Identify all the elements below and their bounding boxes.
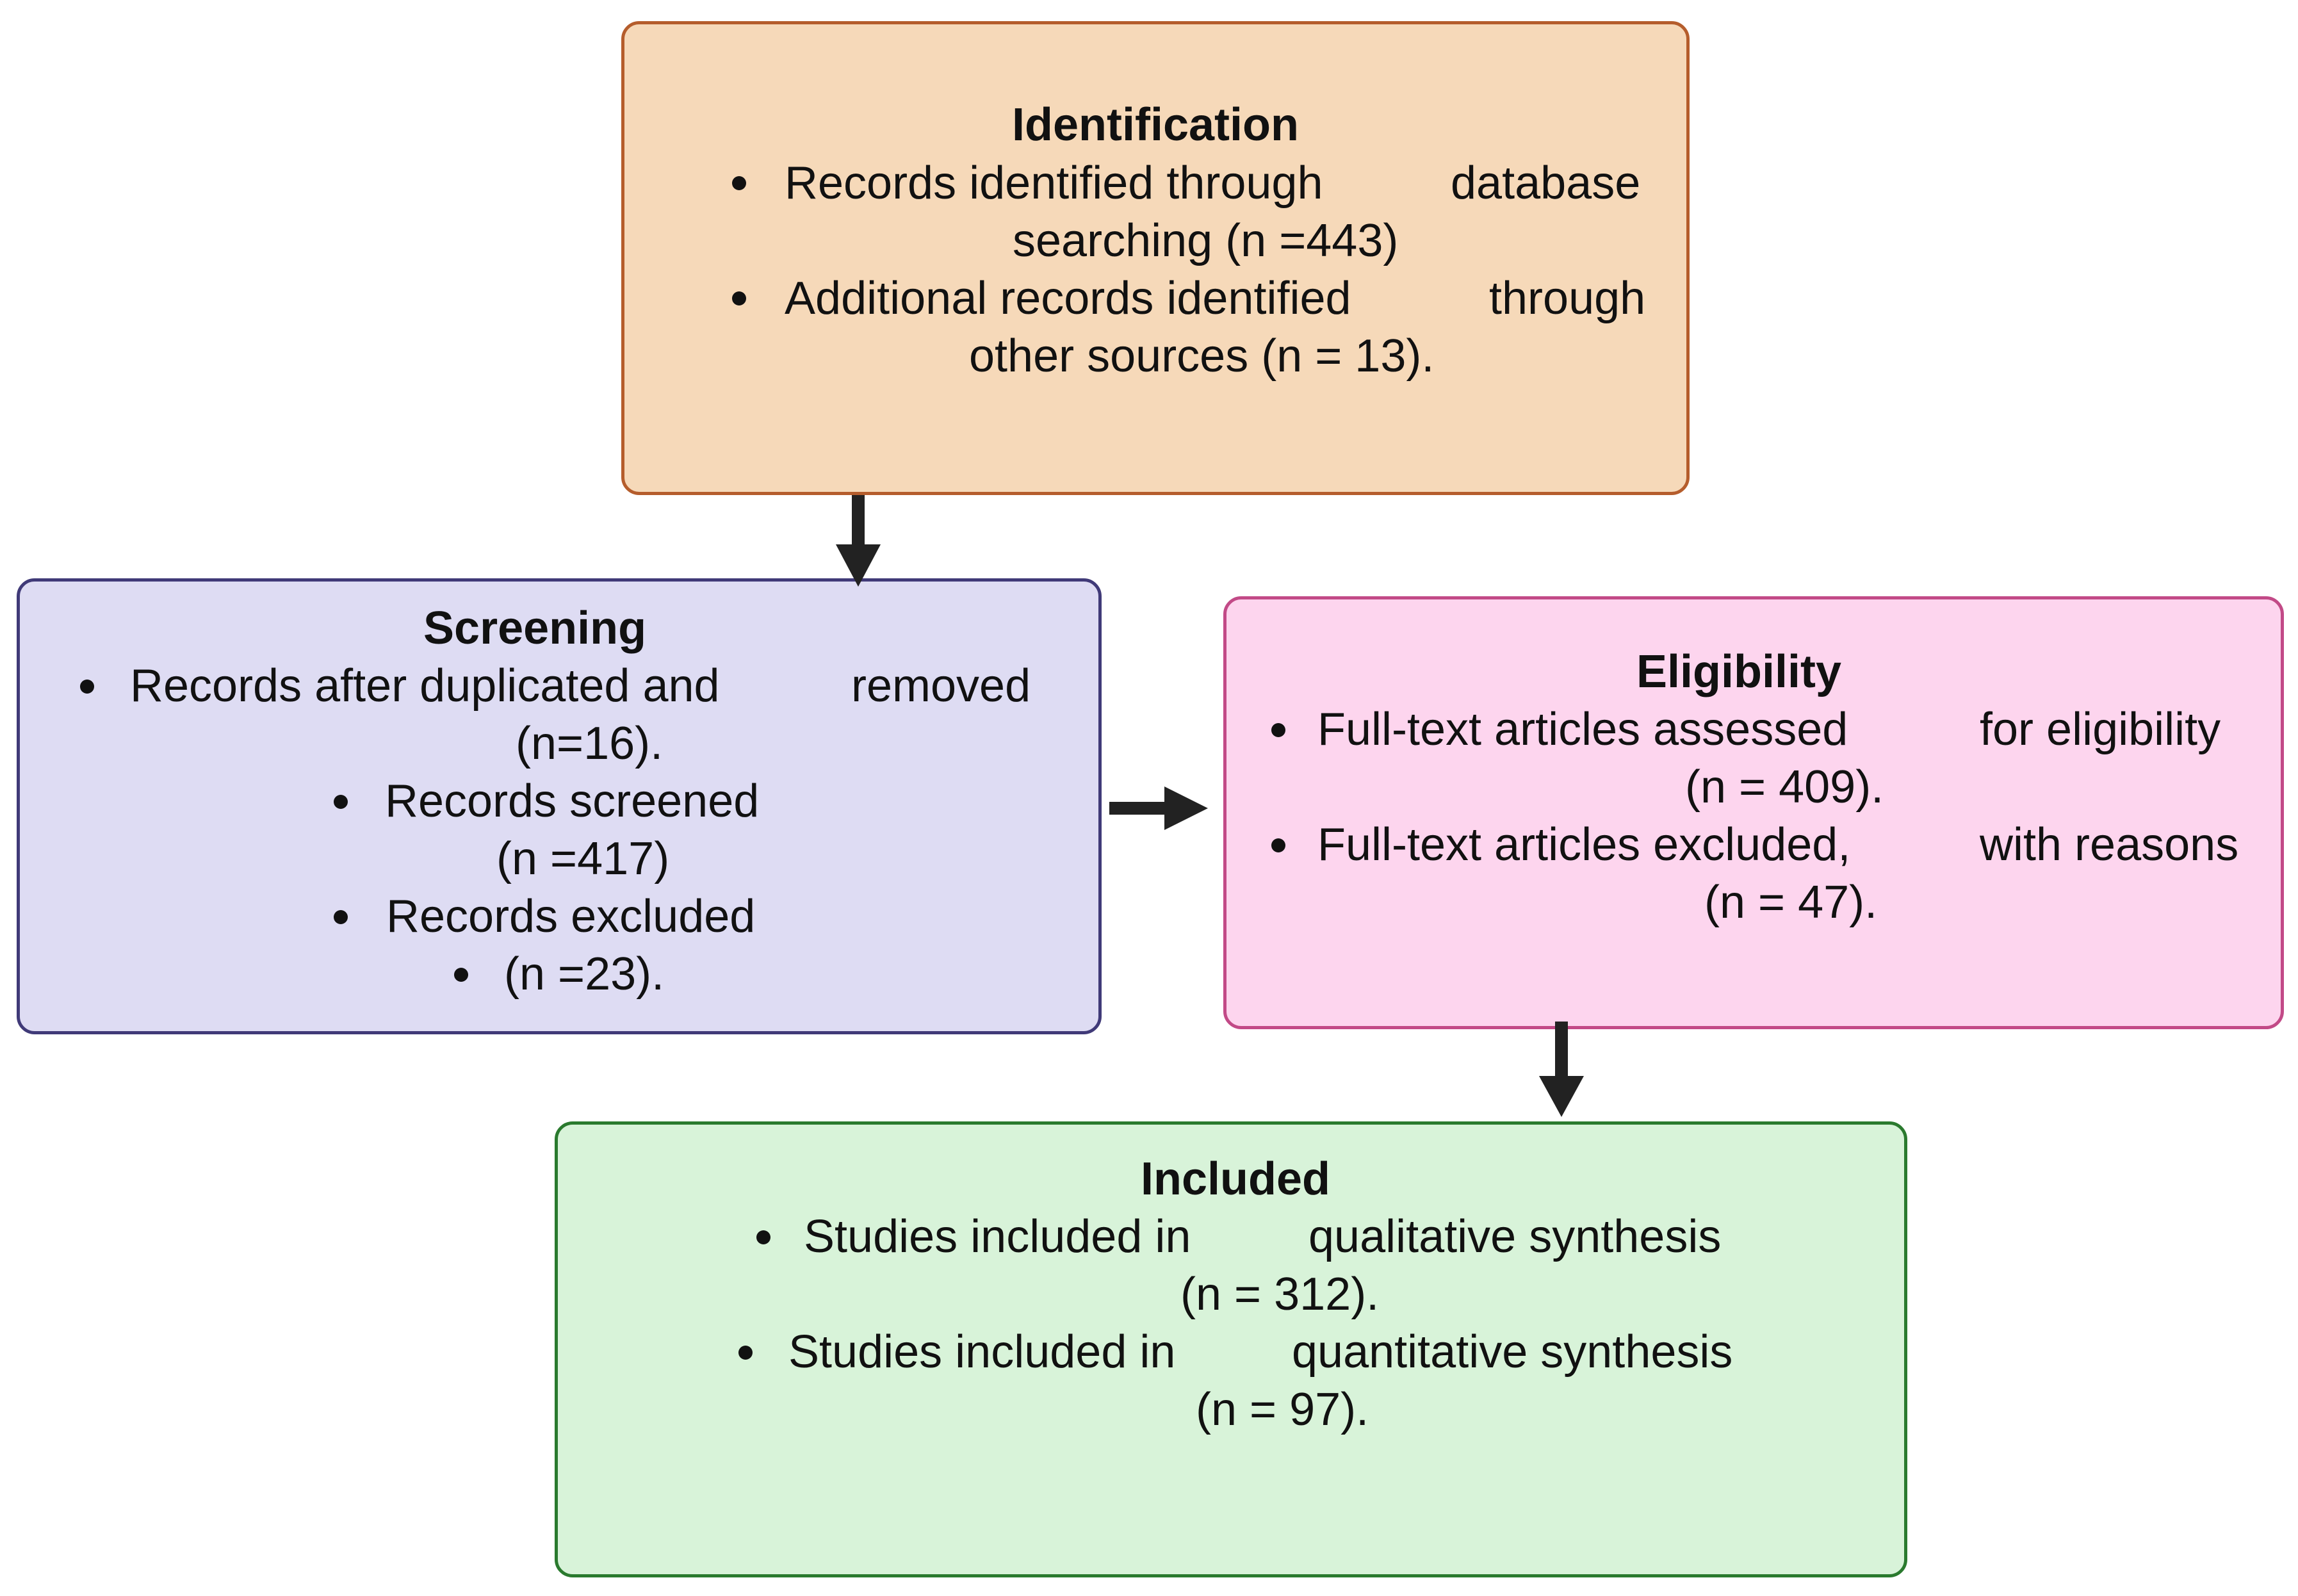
- bullet-icon: [454, 968, 468, 982]
- screening-item2-line1: Records screened: [385, 776, 760, 827]
- eligibility-box: Eligibility Full-text articles assessed …: [1223, 596, 2284, 1029]
- eligibility-item2-line2: (n = 47).: [1704, 877, 1878, 928]
- arrow-eligibility-to-included: [1539, 1022, 1584, 1117]
- arrow-screening-to-eligibility: [1109, 786, 1208, 830]
- included-box: Included Studies included in qualitative…: [555, 1121, 1907, 1577]
- bullet-icon: [1271, 838, 1285, 852]
- included-item1-line1-a: Studies included in: [804, 1211, 1191, 1262]
- included-item2-line2: (n = 97).: [1196, 1384, 1369, 1435]
- bullet-icon: [732, 291, 746, 305]
- bullet-icon: [738, 1346, 753, 1360]
- included-item2-line1-b: quantitative synthesis: [1292, 1326, 1733, 1378]
- identification-item1-line1-a: Records identified through: [785, 158, 1323, 209]
- eligibility-item1-line1-a: Full-text articles assessed: [1317, 704, 1848, 755]
- identification-box: Identification Records identified throug…: [621, 21, 1690, 495]
- screening-item3-line1: Records excluded: [386, 891, 756, 942]
- screening-box: Screening Records after duplicated and r…: [17, 578, 1102, 1034]
- screening-item4-line1: (n =23).: [504, 949, 665, 1000]
- arrow-identification-to-screening: [836, 495, 881, 587]
- screening-item1-line1-a: Records after duplicated and: [130, 660, 720, 712]
- bullet-icon: [334, 910, 348, 924]
- identification-item1-line1-b: database: [1451, 158, 1641, 209]
- screening-item2-line2: (n =417): [496, 833, 670, 884]
- bullet-icon: [334, 795, 348, 809]
- included-item2-line1-a: Studies included in: [788, 1326, 1176, 1378]
- identification-item2-line1-a: Additional records identified: [785, 273, 1351, 324]
- identification-item2-line2: other sources (n = 13).: [969, 330, 1435, 382]
- eligibility-item2-line1-b: with reasons: [1980, 819, 2239, 870]
- identification-item1-line2: searching (n =443): [1013, 215, 1399, 266]
- bullet-icon: [80, 680, 94, 694]
- eligibility-item2-line1-a: Full-text articles excluded,: [1317, 819, 1851, 870]
- bullet-icon: [1271, 723, 1285, 737]
- eligibility-item1-line1-b: for eligibility: [1980, 704, 2221, 755]
- bullet-icon: [756, 1230, 770, 1244]
- identification-item2-line1-b: through: [1489, 273, 1646, 324]
- included-item1-line1-b: qualitative synthesis: [1308, 1211, 1722, 1262]
- screening-item1-line2: (n=16).: [516, 718, 664, 769]
- bullet-icon: [732, 176, 746, 190]
- identification-title: Identification: [1012, 99, 1299, 151]
- screening-item1-line1-b: removed: [851, 660, 1031, 712]
- eligibility-title: Eligibility: [1636, 646, 1842, 697]
- eligibility-item1-line2: (n = 409).: [1685, 761, 1884, 813]
- screening-title: Screening: [423, 603, 647, 654]
- included-item1-line2: (n = 312).: [1180, 1269, 1380, 1320]
- included-title: Included: [1141, 1153, 1331, 1205]
